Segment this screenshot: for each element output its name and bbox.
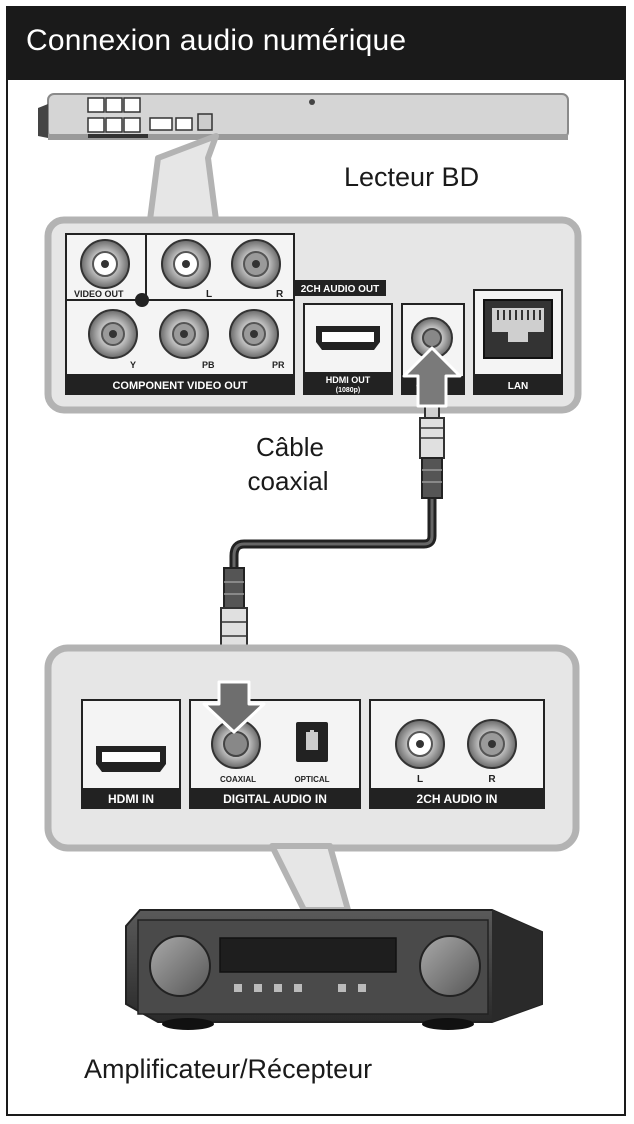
rca-jack-icon — [229, 309, 279, 359]
audio-2ch-out-label: 2CH AUDIO OUT — [301, 284, 380, 295]
player-back-panel: COMPONENT VIDEO OUT 2CH AUDIO OUT VIDEO … — [44, 216, 582, 414]
coaxial-plug-icon — [419, 403, 445, 499]
player-callout-wedge — [147, 133, 219, 223]
digital-audio-in-label: DIGITAL AUDIO IN — [223, 792, 327, 806]
comp-pb-label: PB — [202, 360, 215, 370]
amp-callout-wedge — [269, 843, 351, 913]
hdmi-out-label: HDMI OUT — [326, 375, 371, 385]
audio-r-label: R — [276, 289, 284, 300]
cable-label-line2: coaxial — [248, 466, 329, 496]
player-label: Lecteur BD — [344, 162, 479, 192]
down-arrow-icon — [202, 680, 266, 734]
hdmi-port-icon — [316, 326, 380, 350]
cable-label-line1: Câble — [256, 432, 324, 462]
coaxial-cable — [220, 403, 445, 683]
bd-player-device — [38, 93, 569, 140]
amplifier-label: Amplificateur/Récepteur — [84, 1054, 372, 1084]
comp-pr-label: PR — [272, 360, 285, 370]
hdmi-res-label: (1080p) — [336, 387, 361, 394]
component-video-out-label: COMPONENT VIDEO OUT — [112, 380, 247, 392]
rca-jack-icon — [467, 719, 517, 769]
rca-jack-icon — [159, 309, 209, 359]
rca-jack-icon — [395, 719, 445, 769]
page-title: Connexion audio numérique — [26, 24, 407, 57]
rca-jack-icon — [211, 719, 261, 769]
hdmi-port-icon — [96, 746, 166, 772]
diagram-frame: Connexion audio numérique — [6, 6, 626, 1116]
header-bar: Connexion audio numérique — [8, 8, 624, 80]
amplifier-back-panel: HDMI IN COAXIAL OPTICAL DIGITAL AUDIO IN — [44, 644, 580, 852]
up-arrow-icon — [402, 346, 462, 408]
rca-jack-icon — [161, 239, 211, 289]
audio-in-r-label: R — [488, 774, 496, 785]
optical-port-icon — [296, 722, 328, 762]
lan-port-icon — [483, 299, 553, 359]
rca-jack-icon — [231, 239, 281, 289]
ground-screw-icon — [135, 293, 149, 307]
video-out-label: VIDEO OUT — [74, 289, 124, 299]
comp-y-label: Y — [130, 360, 136, 370]
amplifier-device — [125, 909, 543, 1030]
audio-l-label: L — [206, 289, 212, 300]
rca-jack-icon — [80, 239, 130, 289]
rca-jack-icon — [88, 309, 138, 359]
coaxial-in-label: COAXIAL — [220, 775, 256, 784]
hdmi-in-label: HDMI IN — [108, 792, 154, 806]
audio-2ch-in-label: 2CH AUDIO IN — [417, 792, 498, 806]
lan-label: LAN — [508, 381, 529, 392]
audio-in-l-label: L — [417, 774, 423, 785]
optical-in-label: OPTICAL — [294, 775, 329, 784]
connection-diagram: Lecteur BD COMPONENT VIDEO OUT 2CH AUDIO… — [38, 93, 582, 1084]
